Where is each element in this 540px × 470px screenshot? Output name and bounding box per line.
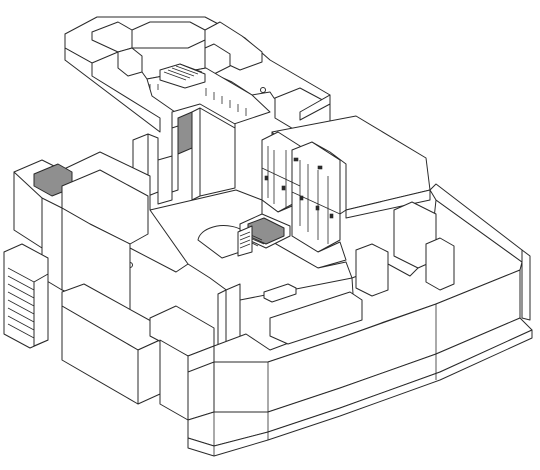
central-spine xyxy=(132,103,236,205)
se-low-wall xyxy=(355,243,389,297)
east-facade-tier-3 xyxy=(311,141,347,215)
north-room-mid xyxy=(131,21,206,49)
court-stair-riser xyxy=(237,225,253,257)
spine-shaded-face-1 xyxy=(177,111,193,155)
spine-lower-wall xyxy=(157,155,173,205)
main-court xyxy=(149,189,353,303)
north-wing-east-face xyxy=(299,94,331,121)
east-facade-pilasters xyxy=(261,146,341,244)
court-riser-lines xyxy=(239,231,251,249)
east-hall-front-face xyxy=(345,189,431,219)
south-range xyxy=(187,199,533,457)
east-facade-dark-accents xyxy=(264,157,334,219)
north-wing-left-face xyxy=(64,47,161,133)
enclosure-left-face xyxy=(187,361,215,421)
sw-block-side xyxy=(137,339,161,405)
west-stair-side xyxy=(33,273,49,347)
east-wall-face xyxy=(521,249,531,321)
north-stair-lines xyxy=(163,63,203,81)
east-perimeter xyxy=(429,183,531,321)
north-divider-1 xyxy=(117,47,143,77)
north-court-well-icon xyxy=(260,87,266,93)
se-room-pillar xyxy=(425,237,455,291)
north-column-row xyxy=(149,84,247,116)
spine-block-face xyxy=(191,107,201,201)
spine-block-front xyxy=(199,107,236,197)
north-wing xyxy=(64,16,331,137)
east-facade-tier-2 xyxy=(291,141,341,253)
south-inner-court xyxy=(269,291,363,345)
spine-block-left xyxy=(171,125,179,193)
court-low-bench xyxy=(263,283,297,303)
east-hall xyxy=(261,115,431,269)
